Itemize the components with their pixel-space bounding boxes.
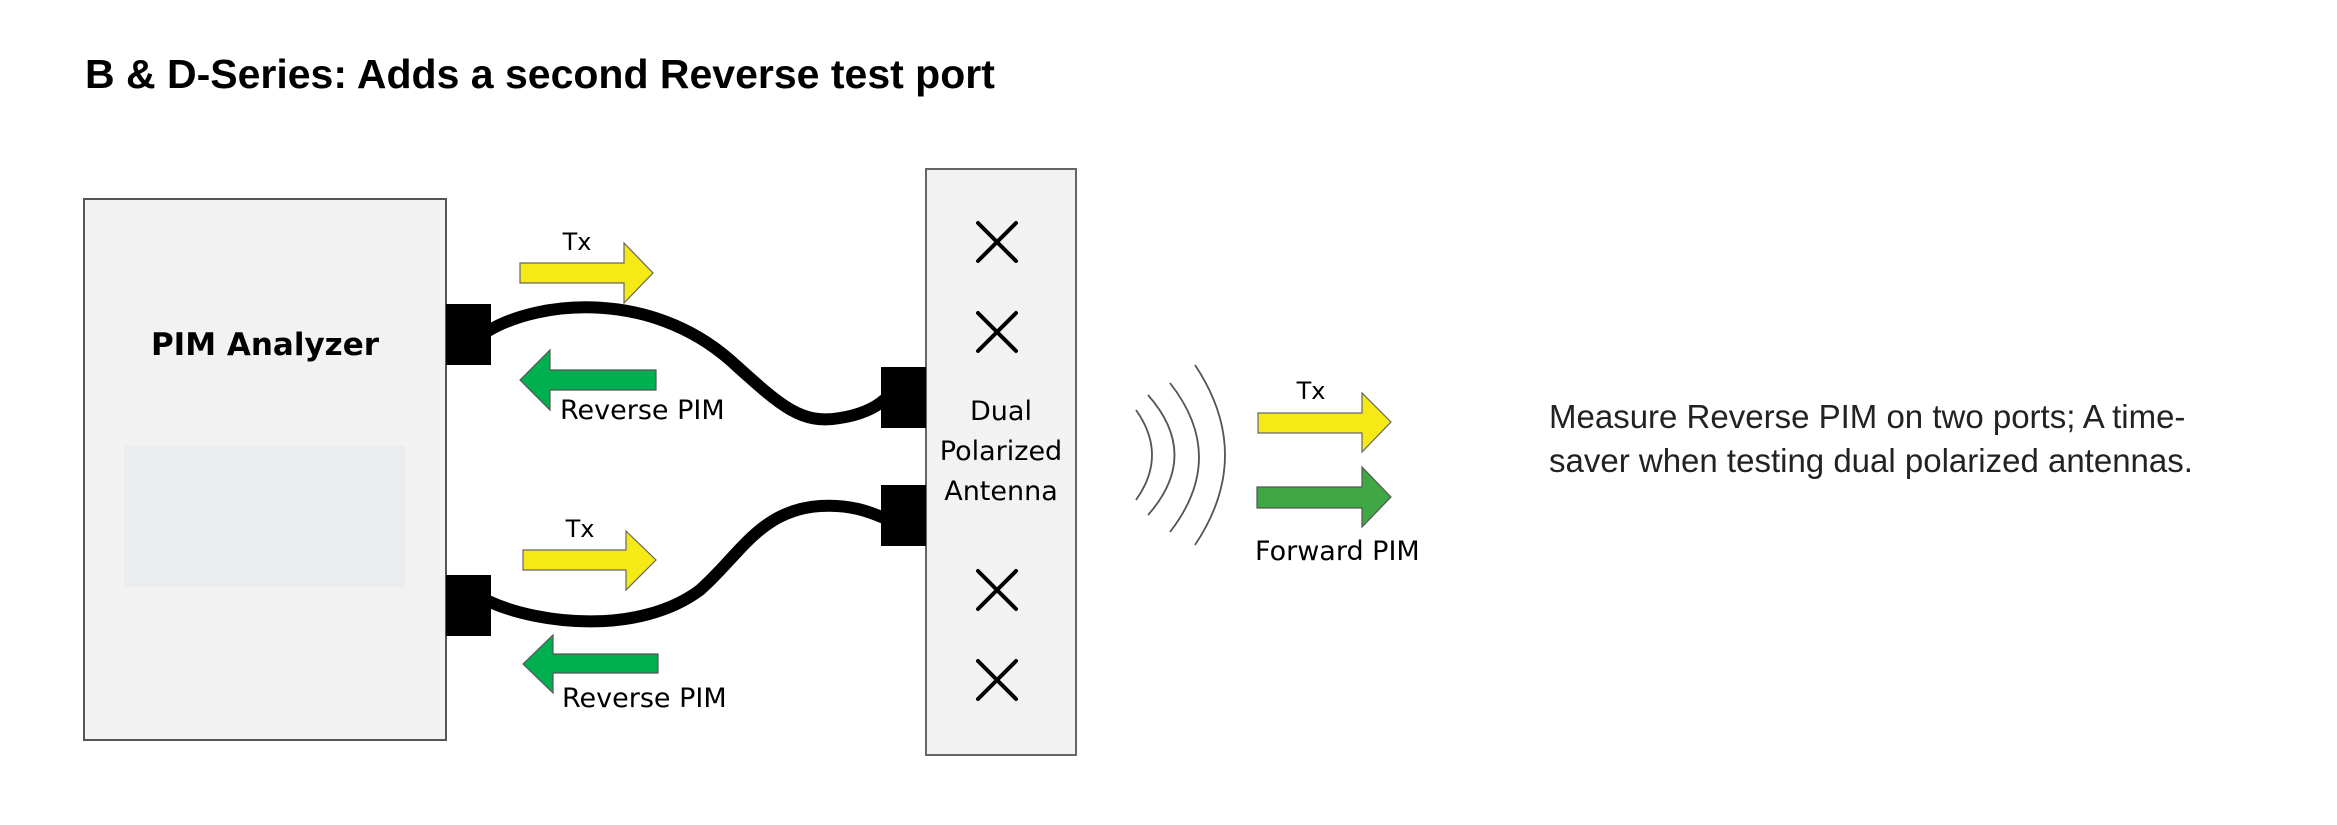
tx-label-port-1: Tx (562, 228, 592, 256)
tx-arrow-radiated (1257, 391, 1392, 454)
radio-waves-icon (1135, 364, 1226, 546)
pim-analyzer: PIM Analyzer (83, 198, 447, 741)
x-mark-icon (976, 221, 1018, 263)
cable-port-1 (482, 301, 890, 426)
dual-polarized-antenna: Dual Polarized Antenna (925, 168, 1077, 756)
analyzer-label: PIM Analyzer (151, 327, 380, 363)
reverse-pim-arrow-port-1 (519, 348, 657, 412)
antenna-label-line-3: Antenna (944, 476, 1058, 507)
x-mark-icon (976, 311, 1018, 353)
page-title: B & D-Series: Adds a second Reverse test… (85, 51, 995, 97)
description-line-1: Measure Reverse PIM on two ports; A time… (1549, 398, 2186, 435)
antenna-port-1-connector (881, 367, 926, 428)
reverse-pim-arrow-port-2 (522, 633, 659, 695)
analyzer-port-2-connector (446, 575, 491, 636)
forward-pim-arrow (1256, 465, 1392, 529)
tx-arrow-port-2 (522, 529, 657, 592)
antenna-port-2-connector (881, 485, 926, 546)
tx-arrow-port-1 (519, 241, 654, 305)
analyzer-screen (124, 446, 405, 587)
x-mark-icon (976, 569, 1018, 611)
analyzer-port-1-connector (446, 304, 491, 365)
antenna-label-line-2: Polarized (940, 436, 1062, 467)
description-line-2: saver when testing dual polarized antenn… (1549, 442, 2193, 479)
tx-label-port-2: Tx (565, 515, 595, 543)
reverse-pim-label-port-1: Reverse PIM (560, 395, 725, 426)
cable-port-2 (482, 499, 890, 628)
antenna-panel (925, 168, 1077, 756)
description-text: Measure Reverse PIM on two ports; A time… (1549, 395, 2329, 483)
tx-label-radiated: Tx (1296, 377, 1326, 405)
reverse-pim-label-port-2: Reverse PIM (562, 683, 727, 714)
antenna-label-line-1: Dual (970, 396, 1032, 427)
x-mark-icon (976, 659, 1018, 701)
forward-pim-label: Forward PIM (1255, 536, 1420, 567)
